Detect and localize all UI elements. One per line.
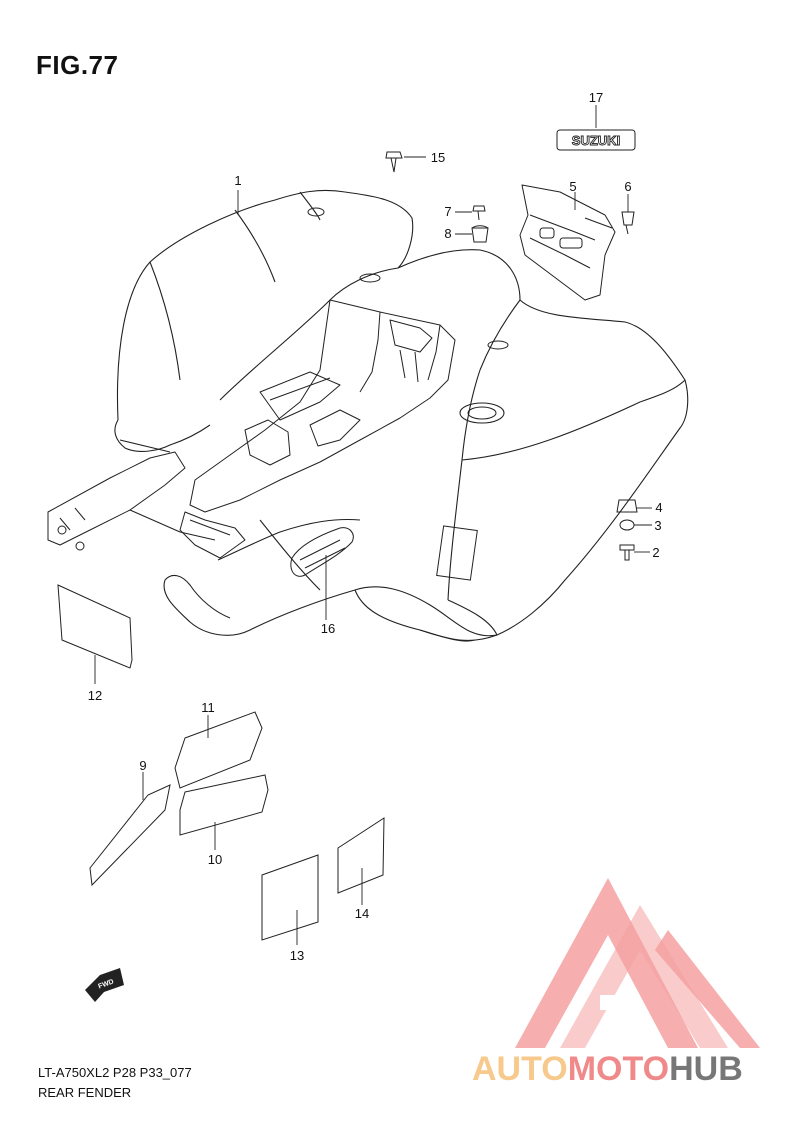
callout-2: 2 xyxy=(652,545,659,560)
callout-3: 3 xyxy=(654,518,661,533)
callouts: 1 2 3 4 5 6 7 8 9 10 11 12 13 14 15 16 1… xyxy=(88,90,663,963)
side-plate xyxy=(436,525,478,581)
watermark-moto: MOTO xyxy=(568,1050,669,1088)
cushion-4-icon xyxy=(616,499,638,513)
figure-title: FIG.77 xyxy=(36,50,119,80)
callout-10: 10 xyxy=(208,852,222,867)
decal-12 xyxy=(57,584,133,669)
svg-text:AUTOMOTOHUB: AUTOMOTOHUB xyxy=(472,1050,743,1088)
callout-12: 12 xyxy=(88,688,102,703)
suzuki-emblem: SUZUKI xyxy=(556,129,636,151)
filler-cap-inner xyxy=(467,406,497,420)
callout-6: 6 xyxy=(624,179,631,194)
callout-5: 5 xyxy=(569,179,576,194)
mount-hole xyxy=(487,340,509,350)
callout-9: 9 xyxy=(139,758,146,773)
bolt-2-icon xyxy=(619,544,635,561)
rear-fender-body xyxy=(114,189,689,642)
callout-17: 17 xyxy=(589,90,603,105)
callout-15: 15 xyxy=(431,150,445,165)
callout-14: 14 xyxy=(355,906,369,921)
bolt-15-icon xyxy=(385,151,403,173)
watermark-logo xyxy=(515,878,760,1048)
collar-8-icon xyxy=(471,225,489,243)
mount-hole xyxy=(307,207,325,217)
callout-8: 8 xyxy=(444,226,451,241)
emblem-text: SUZUKI xyxy=(572,133,620,148)
clip-6-icon xyxy=(621,211,635,235)
decal-10 xyxy=(179,774,269,836)
callout-4: 4 xyxy=(655,500,662,515)
leader-lines xyxy=(94,105,652,945)
fwd-arrow: FWD xyxy=(85,968,124,1002)
watermark-hub: HUB xyxy=(669,1050,743,1088)
model-code: LT-A750XL2 P28 P33_077 xyxy=(38,1065,192,1080)
left-rail xyxy=(47,451,216,551)
hardware xyxy=(385,151,638,561)
callout-11: 11 xyxy=(201,700,215,715)
callout-7: 7 xyxy=(444,204,451,219)
callout-13: 13 xyxy=(290,948,304,963)
side-decal-16 xyxy=(290,527,354,577)
decal-13 xyxy=(261,854,319,941)
storage-compartment xyxy=(179,299,456,559)
callout-1: 1 xyxy=(234,173,241,188)
decal-9 xyxy=(89,784,171,887)
washer-3-icon xyxy=(619,519,635,531)
callout-16: 16 xyxy=(321,621,335,636)
filler-cap xyxy=(459,402,505,424)
bracket-part-5 xyxy=(519,184,616,301)
decal-14 xyxy=(337,817,385,894)
loose-decals xyxy=(57,584,385,941)
watermark-text: AUTOMOTOHUB xyxy=(472,1050,743,1088)
mount-hole xyxy=(359,273,381,283)
section-name: REAR FENDER xyxy=(38,1085,132,1100)
decal-11 xyxy=(174,711,263,789)
watermark-auto: AUTO xyxy=(472,1050,568,1088)
screw-7-icon xyxy=(472,205,486,221)
